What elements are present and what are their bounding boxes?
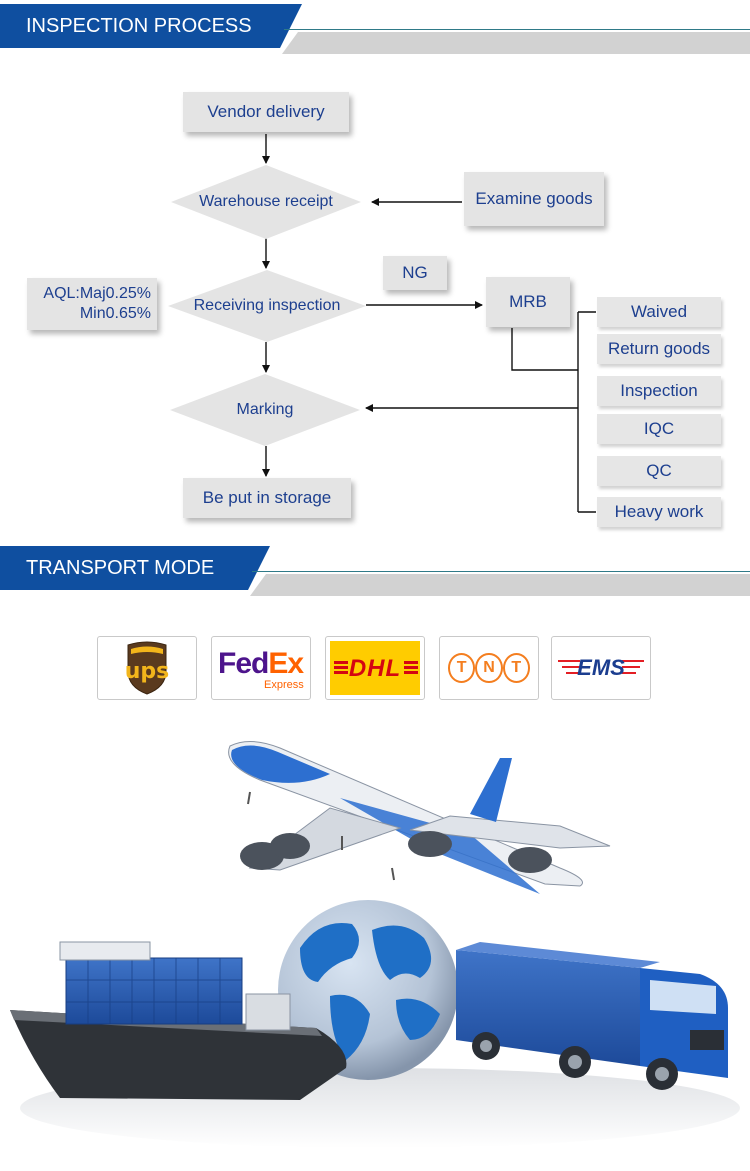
truck-icon (456, 942, 728, 1090)
cargo-ship-icon (10, 941, 347, 1100)
outcome-waived-label: Waived (630, 302, 688, 321)
tnt-letter-n: N (475, 653, 503, 683)
transport-section-header: TRANSPORT MODE (0, 546, 750, 596)
storage-label: Be put in storage (202, 488, 332, 507)
ng-label: NG (402, 263, 428, 282)
examine-goods-label: Examine goods (475, 189, 593, 208)
inspection-section-header: INSPECTION PROCESS (0, 4, 750, 54)
fedex-logo: FedEx Express (211, 636, 311, 700)
outcome-iqc-label: IQC (643, 419, 675, 438)
outcome-inspection-label: Inspection (620, 381, 698, 400)
aql-minor-label: Min0.65% (79, 305, 151, 322)
outcome-iqc: IQC (597, 414, 721, 444)
fedex-fed: Fed (218, 647, 269, 680)
dhl-yellow-field (330, 641, 420, 695)
ems-wing-icon (558, 660, 644, 674)
warehouse-receipt-diamond: Warehouse receipt (171, 165, 361, 239)
outcome-heavy-work-label: Heavy work (614, 502, 704, 521)
ems-wordmark: EMS (577, 655, 625, 680)
outcome-qc: QC (597, 456, 721, 486)
tnt-letter-t1: T (448, 653, 476, 683)
outcome-return-goods-label: Return goods (607, 339, 711, 358)
ng-box: NG (383, 256, 447, 290)
aql-note-box: AQL:Maj0.25% Min0.65% (27, 278, 157, 330)
examine-goods-box: Examine goods (464, 172, 604, 226)
fedex-ex: Ex (268, 647, 304, 680)
dhl-speed-lines-right (404, 661, 418, 664)
fedex-wordmark: FedEx (218, 647, 304, 681)
storage-box: Be put in storage (183, 478, 351, 518)
tnt-wordmark: T N T (448, 653, 530, 683)
dhl-speed-lines-left (334, 661, 348, 664)
fedex-express-label: Express (264, 679, 304, 691)
mrb-label: MRB (509, 292, 547, 311)
ups-wordmark: ups (124, 659, 170, 684)
ups-shield-icon (127, 641, 167, 695)
mrb-box: MRB (486, 277, 570, 327)
header-rule (252, 571, 750, 572)
vendor-delivery-label: Vendor delivery (207, 102, 325, 121)
transport-illustration (10, 741, 740, 1148)
marking-label: Marking (236, 401, 294, 418)
flow-connectors (262, 134, 596, 513)
vendor-delivery-box: Vendor delivery (183, 92, 349, 132)
receiving-inspection-label: Receiving inspection (193, 297, 341, 314)
airplane-icon (228, 741, 611, 894)
tnt-logo: T N T (439, 636, 539, 700)
outcome-heavy-work: Heavy work (597, 497, 721, 527)
inspection-section-title: INSPECTION PROCESS (0, 4, 302, 48)
ups-logo: ups (97, 636, 197, 700)
marking-diamond: Marking (170, 374, 360, 446)
transport-section-title: TRANSPORT MODE (0, 546, 270, 590)
receiving-inspection-diamond: Receiving inspection (168, 270, 366, 342)
warehouse-receipt-label: Warehouse receipt (199, 193, 333, 210)
outcome-waived: Waived (597, 297, 721, 327)
header-gray-bar (250, 574, 750, 596)
outcome-qc-label: QC (646, 461, 672, 480)
header-rule (284, 29, 750, 30)
outcome-inspection: Inspection (597, 376, 721, 406)
tnt-letter-t2: T (502, 653, 530, 683)
ems-logo: EMS (551, 636, 651, 700)
dhl-logo: DHL (325, 636, 425, 700)
aql-major-label: AQL:Maj0.25% (43, 285, 151, 302)
header-gray-bar (282, 32, 750, 54)
dhl-wordmark: DHL (348, 655, 402, 682)
connector-mrb-to-outcomes (511, 328, 578, 371)
outcome-return-goods: Return goods (597, 334, 721, 364)
